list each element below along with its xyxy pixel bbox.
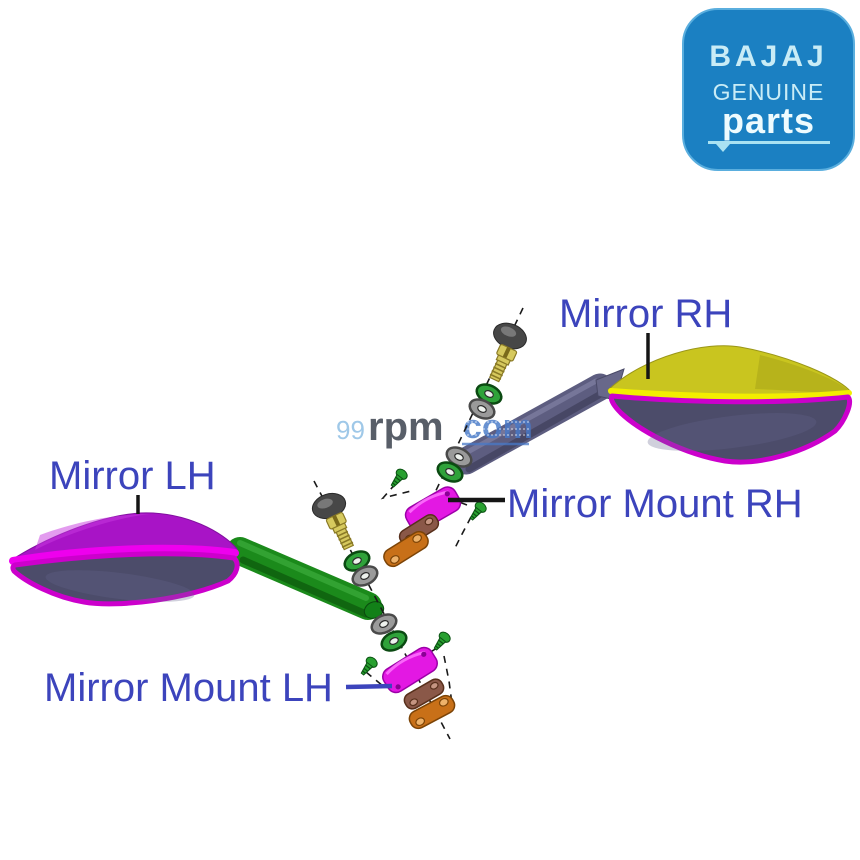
watermark: 99 rpm com [336,405,533,449]
watermark-rpm: rpm [368,405,444,449]
pivot-screw-lh [325,511,358,553]
logo-parts-text: parts [721,100,816,141]
label-mirror-lh: Mirror LH [49,454,216,498]
mount-screw-rh-left [387,466,410,491]
mirror-lh-housing-tint [35,514,150,550]
mirror-lh-assembly [9,512,385,620]
label-mirror-mount-rh: Mirror Mount RH [507,482,803,526]
mirror-lh-glass-sheen [45,570,195,602]
mirror-rh-stalk [452,373,614,475]
callout-lines [136,333,650,690]
logo-arrow-icon [715,144,730,153]
mirror-lh-arm-shade [239,556,370,618]
mirror-rh-glass-sheen [647,413,817,451]
pivot-screw-rh [485,343,518,385]
leader-dash-rh-right [453,516,472,551]
mirror-lh-arm-highlight [237,540,369,601]
mirror-rh-housing-shade [755,355,849,394]
mirror-rh-stalk-highlight [461,378,599,457]
label-mirror-mount-lh: Mirror Mount LH [44,666,333,710]
leader-dash-lh-left [365,671,384,687]
mirror-lh-stripe [9,544,239,565]
logo-brand-text: BAJAJ [709,40,828,73]
mirror-lh-arm [226,537,382,620]
fasteners-lh [308,480,459,740]
watermark-texture [463,421,529,436]
leader-dash-lh-down [443,655,453,705]
label-mirror-rh: Mirror RH [559,292,732,336]
logo-underline [707,141,830,153]
logo-genuine-text: GENUINE [712,79,825,105]
callout-line-mount-lh [345,683,393,690]
mirror-rh-assembly [452,345,852,475]
mirror-rh-stalk-shade [465,391,603,473]
watermark-99: 99 [336,415,365,445]
bajaj-genuine-parts-logo: BAJAJ GENUINE parts [682,8,855,171]
part-labels: Mirror RH Mirror LH Mirror Mount RH Mirr… [44,292,803,710]
mirror-lh-glass [10,551,240,607]
leader-dash-rh-left [380,473,412,500]
axis-line-lh [313,480,451,740]
mirror-rh-glass [608,393,852,465]
mirror-rh-stripe [608,388,852,400]
